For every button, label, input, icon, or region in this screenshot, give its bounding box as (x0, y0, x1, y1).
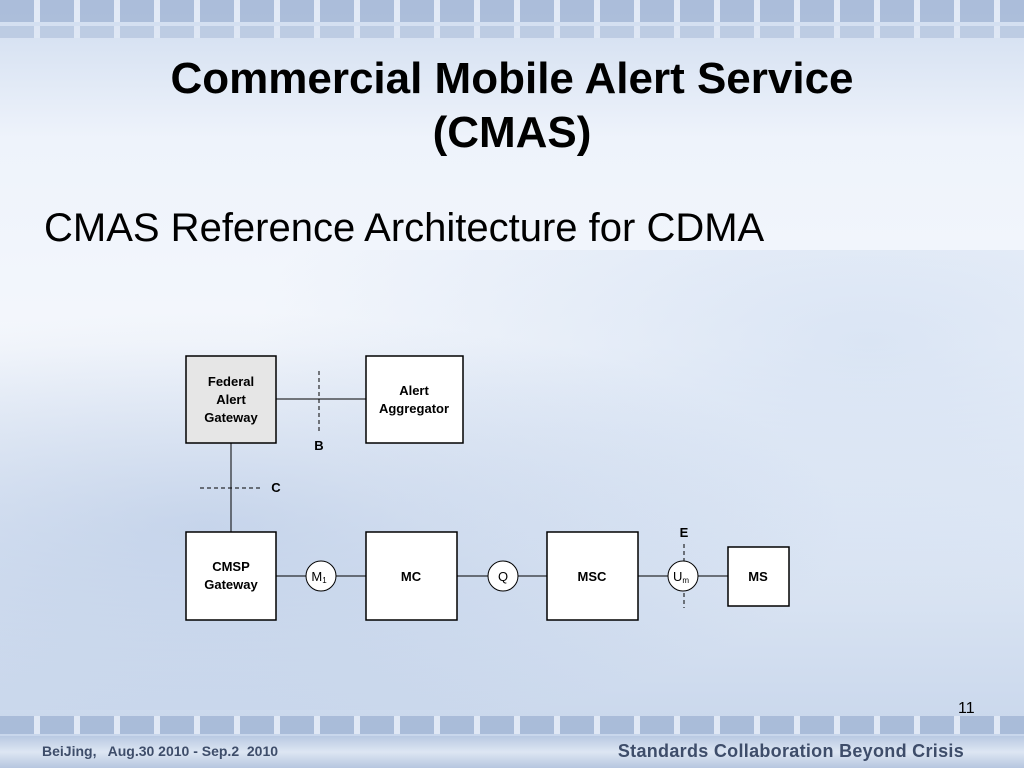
interface-q: Q (487, 560, 519, 592)
mc-box: MC (365, 531, 458, 621)
cmsp-gateway-box: CMSP Gateway (185, 531, 277, 621)
reference-point-e: E (680, 525, 689, 540)
reference-point-b: B (314, 438, 323, 453)
cmsp-label-1: CMSP (212, 559, 250, 574)
bottom-border-decoration (0, 716, 1024, 734)
federal-gateway-label-3: Gateway (204, 410, 258, 425)
ms-box: MS (727, 546, 790, 607)
interface-m1-label: M1 (311, 569, 327, 585)
mc-label: MC (401, 569, 422, 584)
cmsp-label-2: Gateway (204, 577, 258, 592)
footer-band (0, 736, 1024, 768)
page-number: 11 (958, 700, 975, 717)
federal-gateway-label-2: Alert (216, 392, 246, 407)
reference-point-c: C (271, 480, 281, 495)
title-line-2: (CMAS) (432, 108, 592, 157)
background-decoration (0, 250, 1024, 710)
title-line-1: Commercial Mobile Alert Service (170, 54, 854, 103)
aggregator-label-1: Alert (399, 383, 429, 398)
ms-label: MS (748, 569, 768, 584)
footer-location-date: BeiJing, Aug.30 2010 - Sep.2 2010 (42, 743, 279, 759)
slide-subtitle: CMAS Reference Architecture for CDMA (44, 206, 765, 250)
alert-aggregator-box: Alert Aggregator (365, 355, 464, 444)
federal-gateway-label-1: Federal (208, 374, 254, 389)
msc-box: MSC (546, 531, 639, 621)
interface-m1: M1 (305, 560, 337, 592)
federal-alert-gateway-box: Federal Alert Gateway (185, 355, 277, 444)
msc-label: MSC (578, 569, 608, 584)
interface-q-label: Q (498, 569, 508, 584)
aggregator-label-2: Aggregator (379, 401, 449, 416)
interface-um: Um (667, 560, 699, 592)
slide-title: Commercial Mobile Alert Service (CMAS) (0, 52, 1024, 160)
interface-um-label: Um (673, 569, 689, 585)
top-border-decoration-secondary (0, 26, 1024, 38)
footer-slogan: Standards Collaboration Beyond Crisis (617, 741, 964, 761)
top-border-decoration (0, 0, 1024, 22)
